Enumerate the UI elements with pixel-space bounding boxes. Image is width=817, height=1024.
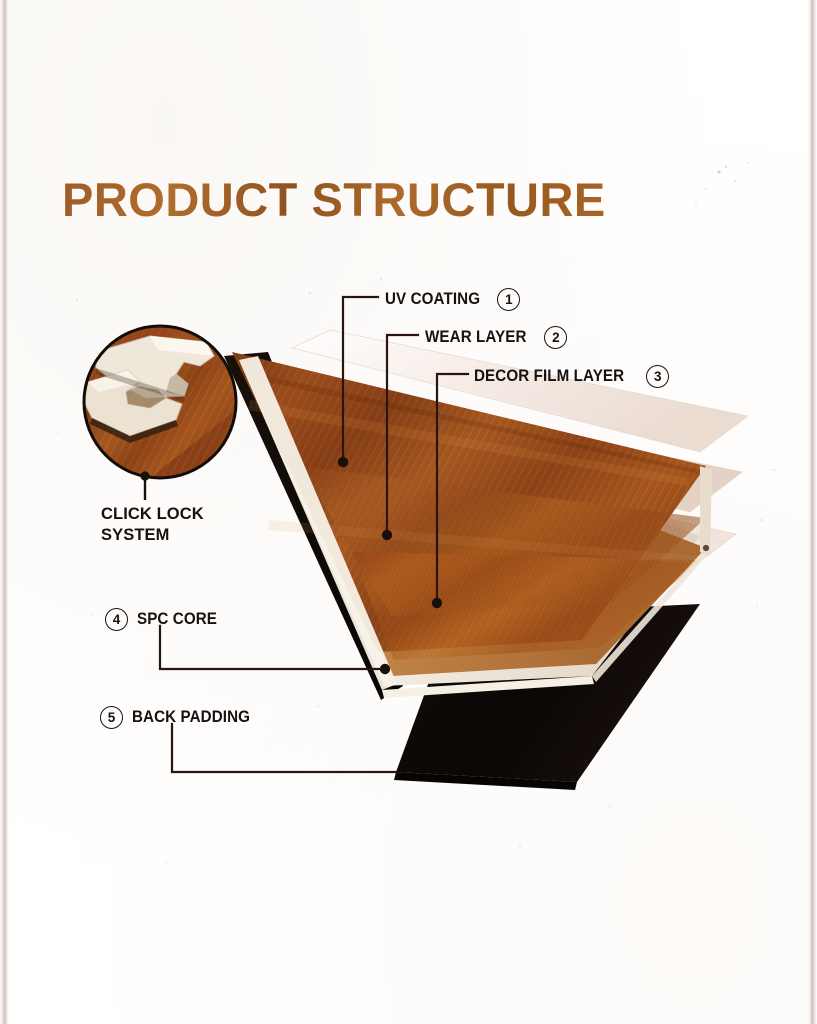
callout-uv-coating: UV COATING 1 [385,288,521,311]
callout-badge-2: 2 [544,326,568,349]
callout-label-wear-layer: WEAR LAYER [425,328,527,346]
callout-decor-film-layer: DECOR FILM LAYER 3 [474,365,670,388]
callout-back-padding: 5 BACK PADDING [100,706,260,729]
callout-spc-core: 4 SPC CORE [105,608,224,631]
click-lock-magnifier [82,324,238,500]
callout-label-click-lock-system: CLICK LOCK SYSTEM [101,505,204,544]
callout-badge-5: 5 [100,706,123,729]
callout-badge-3: 3 [646,365,670,388]
callout-wear-layer: WEAR LAYER 2 [425,326,568,349]
callout-label-back-padding: BACK PADDING [132,708,251,726]
callout-label-uv-coating: UV COATING [385,290,481,308]
callout-label-spc-core: SPC CORE [137,610,218,628]
callout-badge-1: 1 [497,288,521,311]
page-title: PRODUCT STRUCTURE [62,173,606,226]
callout-badge-4: 4 [105,608,128,631]
callout-label-decor-film-layer: DECOR FILM LAYER [474,367,625,385]
